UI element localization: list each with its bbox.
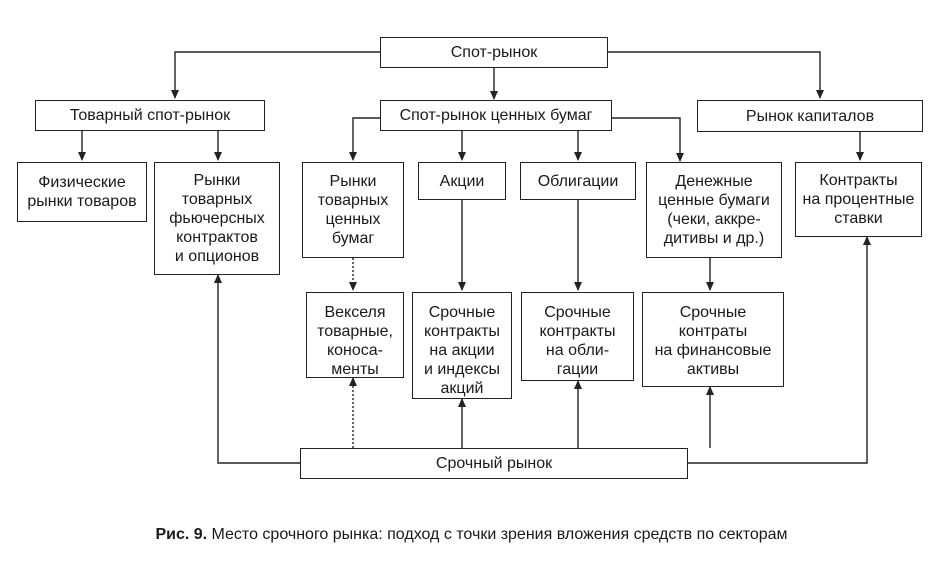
box-financial-forwards: Срочные контраты на финансовые активы bbox=[642, 292, 784, 387]
box-stocks: Акции bbox=[418, 162, 506, 200]
caption-label: Рис. 9. bbox=[155, 526, 208, 543]
connector-forward-to-futures bbox=[214, 274, 300, 464]
box-commodity-securities: Рынки товарных ценных бумаг bbox=[302, 162, 404, 258]
box-commodity-spot: Товарный спот-рынок bbox=[35, 100, 265, 131]
box-interest-contracts: Контракты на процентные ставки bbox=[795, 162, 922, 237]
box-bonds: Облигации bbox=[520, 162, 636, 200]
connector-spot-to-capital bbox=[608, 51, 824, 99]
box-money-securities: Денежные ценные бумаги (чеки, аккре- дит… bbox=[646, 162, 782, 258]
figure-caption: Рис. 9. Место срочного рынка: подход с т… bbox=[0, 526, 943, 544]
box-spot-market: Спот-рынок bbox=[380, 37, 608, 68]
connector-forward-to-interest bbox=[688, 236, 871, 464]
box-securities-spot: Спот-рынок ценных бумаг bbox=[380, 100, 612, 131]
connector-securities-to-money bbox=[612, 117, 684, 162]
caption-text: Место срочного рынка: подход с точки зре… bbox=[207, 526, 788, 543]
box-commodity-futures: Рынки товарных фьючерсных контрактов и о… bbox=[154, 162, 280, 275]
box-bills: Векселя товарные, коноса- менты bbox=[306, 292, 404, 378]
connector-securities-to-comsec bbox=[349, 117, 380, 161]
box-stock-forwards: Срочные контракты на акции и индексы акц… bbox=[412, 292, 512, 399]
box-bond-forwards: Срочные контракты на обли- гации bbox=[521, 292, 634, 381]
box-forward-market: Срочный рынок bbox=[300, 448, 688, 479]
connector-spot-to-commodity bbox=[171, 51, 380, 99]
box-capital-market: Рынок капиталов bbox=[697, 100, 923, 132]
box-physical-markets: Физические рынки товаров bbox=[17, 162, 147, 222]
